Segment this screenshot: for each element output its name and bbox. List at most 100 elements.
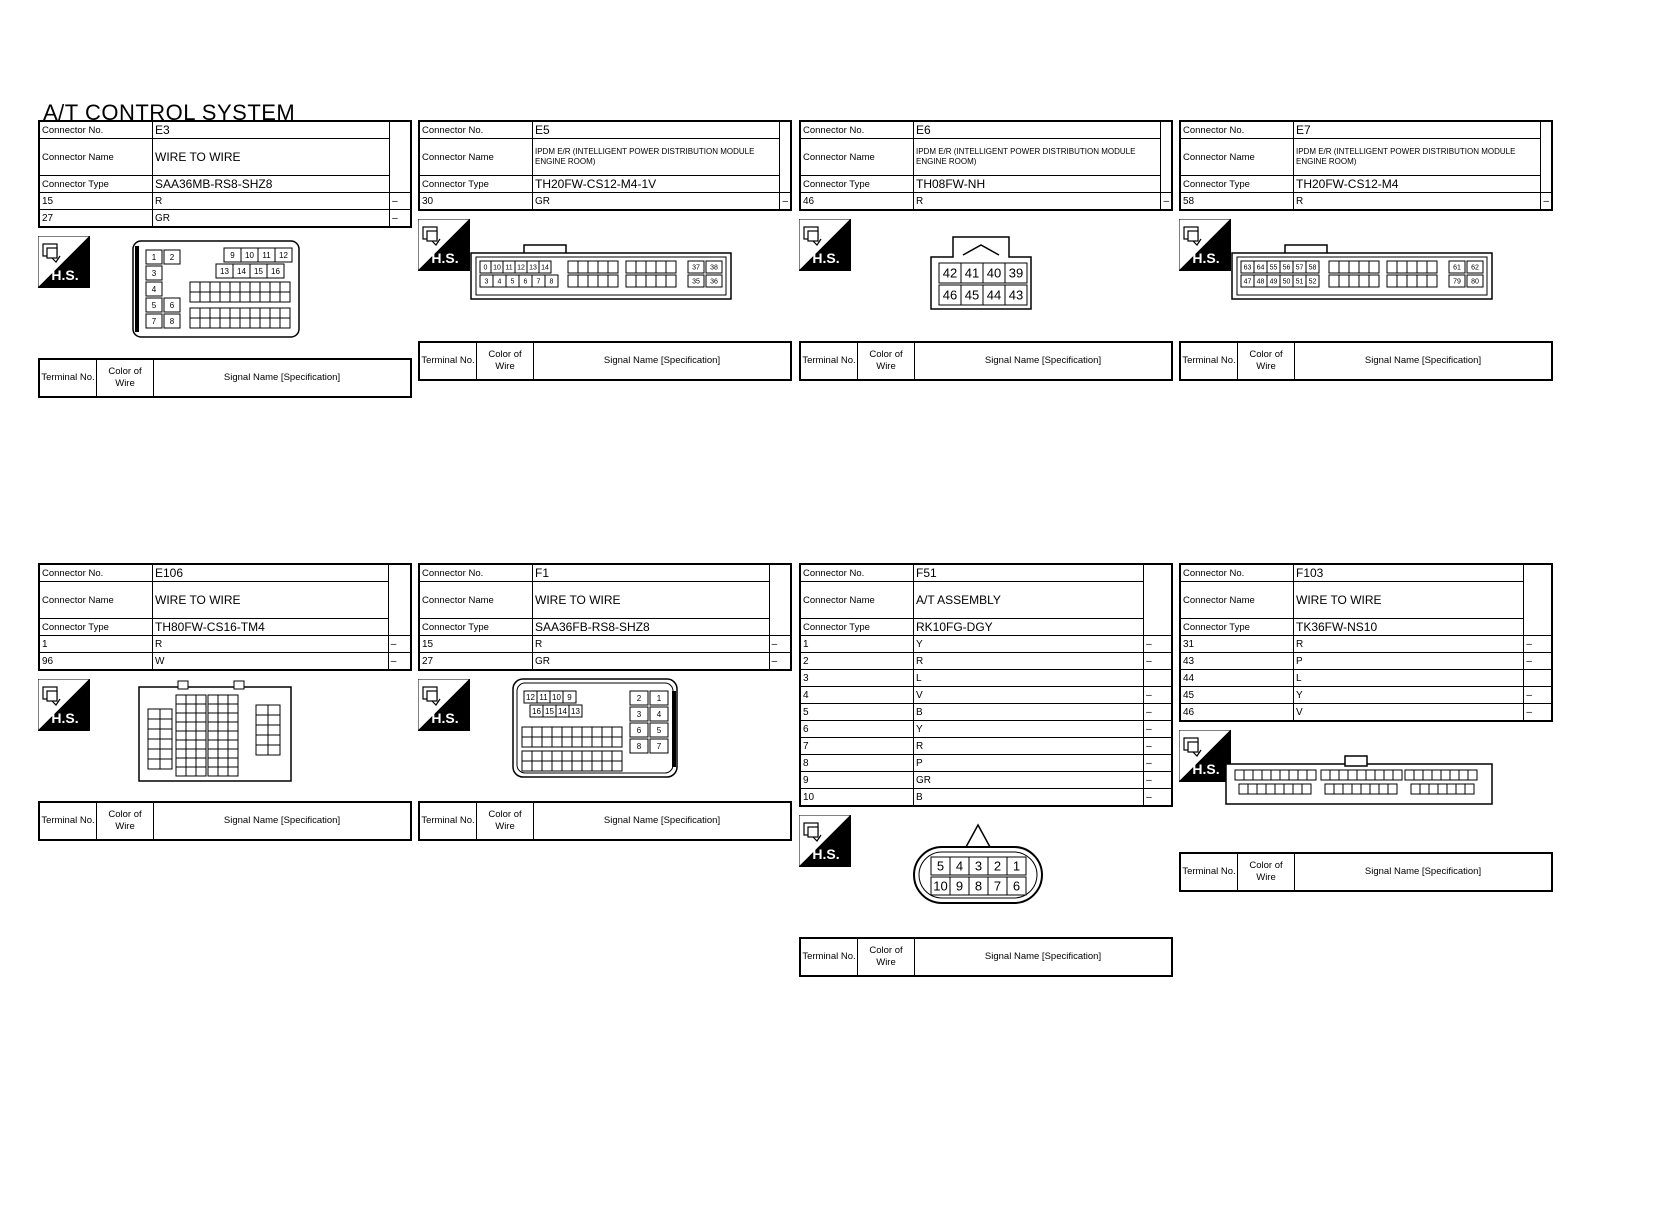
connector-name: WIRE TO WIRE (152, 581, 389, 619)
terminal-cell (239, 317, 251, 329)
terminal-cell (1328, 260, 1340, 274)
signal-name: – (1523, 635, 1553, 653)
wire-color-header: Color of Wire (476, 341, 534, 381)
wire-color: Y (912, 720, 1145, 738)
terminal-cell (207, 703, 219, 714)
signal-name-header: Signal Name [Specification] (914, 341, 1173, 381)
terminal-cell (1301, 783, 1312, 795)
terminal-no-header: Terminal No. (418, 801, 477, 841)
terminal-cell (175, 703, 187, 714)
terminal-no: 15 (418, 635, 533, 653)
terminal-no: 46 (799, 192, 914, 211)
terminal-cell (521, 726, 533, 738)
terminal-cell (227, 730, 239, 741)
svg-text:45: 45 (965, 288, 979, 303)
terminal-no-header: Terminal No. (418, 341, 477, 381)
terminal-cell (541, 736, 553, 748)
svg-text:44: 44 (987, 288, 1001, 303)
terminal-cell: 80 (1466, 274, 1484, 288)
terminal-cell (185, 748, 197, 759)
wire-color: L (1292, 669, 1525, 687)
wire-color: V (912, 686, 1145, 704)
terminal-cell (229, 307, 241, 319)
terminal-cell: 7 (649, 738, 669, 754)
terminal-cell (611, 760, 623, 772)
terminal-no: 10 (799, 788, 914, 807)
terminal-cell (229, 291, 241, 303)
terminal-cell (561, 736, 573, 748)
svg-text:3: 3 (152, 269, 157, 278)
terminal-cell: 15 (249, 263, 268, 279)
svg-text:4: 4 (152, 285, 157, 294)
terminal-cell (269, 281, 281, 293)
terminal-cell (1426, 260, 1438, 274)
terminal-cell (249, 291, 261, 303)
terminal-cell (551, 750, 563, 762)
terminal-cell (279, 291, 291, 303)
terminal-cell (1406, 274, 1418, 288)
signal-name: – (1143, 635, 1173, 653)
terminal-cell (207, 694, 219, 705)
terminal-cell (249, 317, 261, 329)
terminal-cell (219, 307, 231, 319)
terminal-no: 44 (1179, 669, 1294, 687)
connector-no: F1 (532, 563, 770, 582)
terminal-cell (1292, 783, 1303, 795)
terminal-cell: 1 (649, 690, 669, 706)
terminal-cell (597, 274, 609, 288)
connector-no: F103 (1292, 563, 1525, 582)
connector-type-label: Connector Type (799, 175, 914, 193)
terminal-cell: 13 (215, 263, 234, 279)
wire-color-header: Color of Wire (1237, 341, 1295, 381)
connector-type: RK10FG-DGY (912, 618, 1145, 636)
terminal-cell (1416, 260, 1428, 274)
connector-type: SAA36FB-RS8-SHZ8 (532, 618, 770, 636)
terminal-no: 46 (1179, 703, 1294, 722)
terminal-cell (1413, 769, 1424, 781)
terminal-cell (1333, 783, 1344, 795)
terminal-cell (217, 766, 229, 777)
terminal-cell (267, 734, 281, 746)
terminal-cell (1356, 769, 1367, 781)
signal-name (1143, 669, 1173, 687)
terminal-cell (185, 757, 197, 768)
connector-name: WIRE TO WIRE (532, 581, 770, 619)
svg-text:8: 8 (170, 317, 175, 326)
terminal-cell: 7 (987, 876, 1008, 896)
terminal-cell (1274, 783, 1285, 795)
terminal-cell (531, 760, 543, 772)
terminal-cell (199, 281, 211, 293)
terminal-cell (1306, 769, 1317, 781)
terminal-cell (591, 750, 603, 762)
connector-no: E106 (152, 563, 389, 582)
terminal-cell (159, 718, 173, 730)
terminal-cell (571, 760, 583, 772)
terminal-cell (175, 766, 187, 777)
signal-name (1523, 669, 1553, 687)
terminal-cell: 12 (274, 247, 293, 263)
wire-color: B (912, 703, 1145, 721)
terminal-cell (1431, 769, 1442, 781)
wire-color: L (912, 669, 1145, 687)
terminal-cell: 14 (232, 263, 251, 279)
connector-name-label: Connector Name (38, 581, 153, 619)
hs-harness-side-icon: H.S. (38, 236, 90, 288)
hs-label: H.S. (812, 250, 839, 266)
terminal-no: 6 (799, 720, 914, 738)
svg-text:63: 63 (1244, 265, 1252, 272)
terminal-no-header: Terminal No. (799, 341, 858, 381)
svg-text:41: 41 (965, 266, 979, 281)
svg-text:6: 6 (524, 279, 528, 286)
terminal-cell (1467, 769, 1478, 781)
